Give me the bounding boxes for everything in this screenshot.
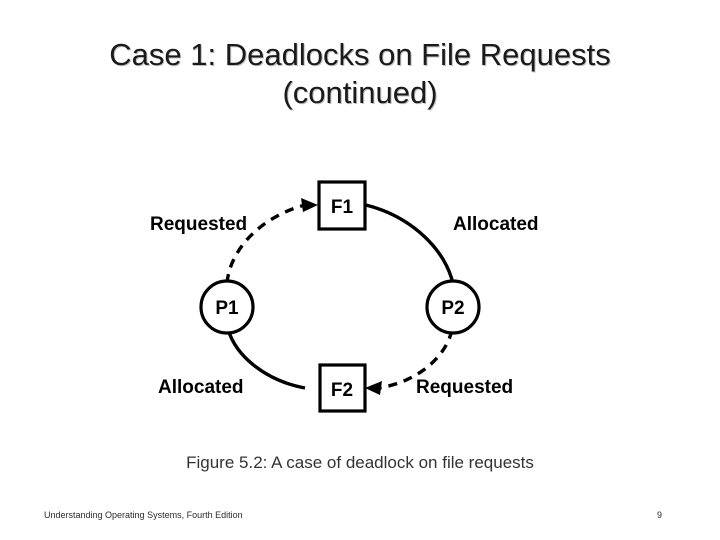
node-f1[interactable]: F1	[317, 180, 367, 231]
p2-label: P2	[441, 298, 464, 319]
title-line-2: (continued)	[282, 75, 438, 110]
node-p1[interactable]: P1	[199, 279, 255, 335]
edge-label-allocated-lower-left: Allocated	[158, 377, 244, 398]
resource-allocation-graph: F1 P2 F2 P1 Requested Allocated Allocate…	[150, 180, 539, 413]
edge-p1-to-f1-dashed	[225, 203, 306, 284]
arrowhead-into-f2	[365, 381, 382, 395]
edge-f2-to-p1-solid	[226, 328, 306, 390]
figure-caption: Figure 5.2: A case of deadlock on file r…	[186, 453, 534, 472]
edge-p2-to-f2-dashed	[378, 329, 454, 390]
f2-label: F2	[331, 380, 353, 401]
edge-label-allocated-upper-right: Allocated	[453, 214, 539, 235]
node-f2[interactable]: F2	[318, 363, 367, 413]
f1-label: F1	[331, 197, 354, 218]
p2-circle	[425, 279, 481, 335]
footer-page-number: 9	[656, 510, 662, 520]
edge-f1-to-p2-solid	[365, 203, 455, 285]
p1-circle	[199, 279, 255, 335]
footer-book-title: Understanding Operating Systems, Fourth …	[44, 510, 243, 520]
f1-box	[317, 180, 367, 231]
arrowhead-into-f1	[301, 198, 318, 212]
edge-label-requested-upper-left: Requested	[150, 214, 247, 235]
edge-label-requested-lower-right: Requested	[416, 377, 513, 398]
f2-box	[318, 363, 367, 413]
slide-footer: Understanding Operating Systems, Fourth …	[0, 508, 720, 528]
deadlock-graph-figure: F1 P2 F2 P1 Requested Allocated Allocate…	[120, 165, 600, 425]
title-line-1: Case 1: Deadlocks on File Requests	[109, 37, 611, 72]
node-p2[interactable]: P2	[425, 279, 481, 335]
page-title: Case 1: Deadlocks on File Requests (cont…	[36, 36, 684, 112]
p1-label: P1	[215, 298, 239, 319]
